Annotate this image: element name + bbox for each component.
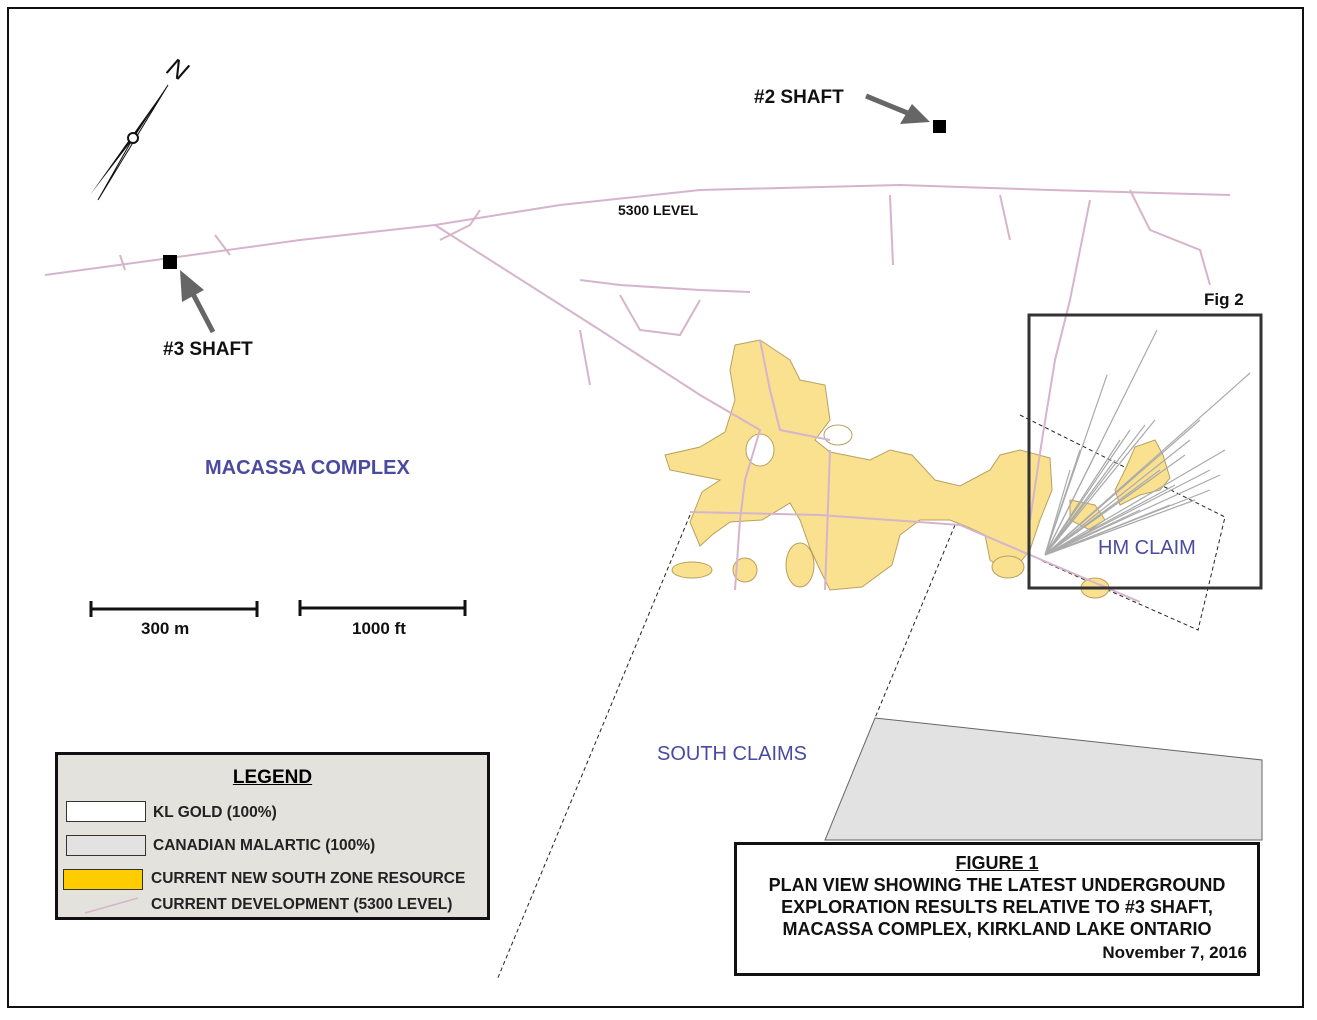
resource-holes (745, 424, 853, 467)
legend-swatch-kl-gold (66, 801, 146, 822)
title-line-3: MACASSA COMPLEX, KIRKLAND LAKE ONTARIO (782, 919, 1212, 939)
drill-hole (1044, 439, 1191, 556)
legend-title: LEGEND (232, 767, 313, 788)
shaft-2-marker (933, 120, 946, 133)
shaft-3-arrow-icon (180, 270, 216, 334)
drill-hole (1044, 419, 1201, 556)
legend-swatch-development (84, 897, 139, 914)
title-line-2: EXPLORATION RESULTS RELATIVE TO #3 SHAFT… (781, 897, 1213, 917)
drill-hole (1044, 449, 1081, 556)
legend-item-development: CURRENT DEVELOPMENT (5300 LEVEL) (151, 896, 453, 913)
title-block: FIGURE 1 PLAN VIEW SHOWING THE LATEST UN… (734, 842, 1260, 976)
legend-item-kl-gold: KL GOLD (100%) (153, 804, 277, 821)
hm-claim-label: HM CLAIM (1098, 537, 1196, 559)
malartic-property (824, 717, 1263, 841)
development-lines (44, 183, 1231, 603)
legend-item-resource: CURRENT NEW SOUTH ZONE RESOURCE (151, 870, 466, 887)
drill-hole (1044, 484, 1176, 556)
shaft-2-label: #2 SHAFT (754, 87, 844, 108)
drill-hole (1044, 444, 1101, 556)
level-label: 5300 LEVEL (618, 202, 699, 218)
drill-hole (1044, 499, 1196, 556)
fig2-label: Fig 2 (1204, 290, 1244, 309)
drill-hole (1044, 419, 1156, 556)
shaft-3-marker (163, 255, 177, 269)
macassa-complex-label: MACASSA COMPLEX (205, 457, 410, 479)
drill-hole (1044, 504, 1171, 556)
title-line-1: PLAN VIEW SHOWING THE LATEST UNDERGROUND (768, 875, 1226, 895)
drill-hole (1044, 439, 1121, 556)
drill-hole (1044, 449, 1226, 556)
legend-swatch-malartic (66, 835, 146, 856)
resource-zones (664, 339, 1171, 599)
drill-hole (1044, 529, 1101, 556)
legend-swatch-resource (63, 869, 143, 890)
drill-hole (1044, 479, 1151, 556)
figure-number: FIGURE 1 (955, 853, 1039, 873)
shaft-3-label: #3 SHAFT (163, 339, 253, 360)
legend: LEGEND KL GOLD (100%) CANADIAN MALARTIC … (55, 752, 490, 920)
north-arrow-icon (90, 84, 169, 201)
scale-bars (89, 600, 467, 617)
legend-item-malartic: CANADIAN MALARTIC (100%) (153, 837, 376, 854)
shaft-2-arrow-icon (865, 93, 930, 124)
drill-hole (1044, 459, 1116, 556)
claim-boundaries (496, 414, 1226, 981)
drill-hole-traces (1044, 329, 1251, 556)
figure-date: November 7, 2016 (1102, 943, 1247, 962)
map-frame (7, 7, 1304, 1008)
scale-1000ft-label: 1000 ft (352, 619, 406, 638)
south-claims-label: SOUTH CLAIMS (657, 743, 808, 765)
scale-300m-label: 300 m (141, 619, 190, 638)
fig2-inset-box (1027, 313, 1263, 590)
